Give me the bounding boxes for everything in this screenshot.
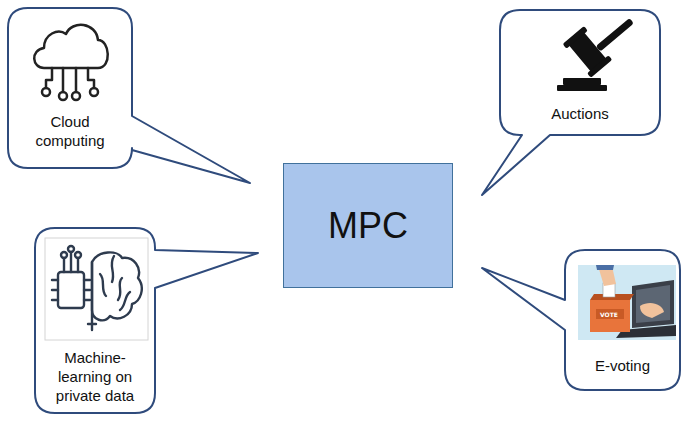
e-voting-picture: [578, 265, 676, 340]
callout-bubble: E-voting: [565, 250, 680, 390]
callout-bubble: Machine-learning on private data: [35, 228, 155, 413]
callout-border: [482, 10, 660, 195]
callout-text: Auctions: [551, 104, 609, 123]
callout-bubble: Cloud computing: [8, 8, 132, 168]
gavel-icon: [557, 0, 643, 91]
callout-text-wrap: Machine-learning on private data: [35, 348, 155, 405]
callout-text: E-voting: [595, 356, 650, 375]
callout-outline: [35, 228, 155, 413]
ballot-label: VOTE: [600, 311, 618, 318]
callout-text-wrap: Auctions: [500, 104, 660, 123]
callout-border: [482, 250, 680, 390]
brain-chip-icon: [45, 238, 148, 340]
mpc-box: MPC: [283, 163, 453, 288]
callout-text: Cloud computing: [24, 112, 116, 150]
callout-border: [35, 228, 258, 413]
callout-bubble: Auctions: [500, 10, 660, 135]
callout-text: Machine-learning on private data: [49, 348, 141, 405]
callout-text-wrap: Cloud computing: [8, 112, 132, 150]
callout-text-wrap: E-voting: [565, 356, 680, 375]
box-title: MPC: [284, 164, 452, 287]
callout-border: [8, 8, 250, 183]
cloud-icon: [34, 25, 108, 100]
